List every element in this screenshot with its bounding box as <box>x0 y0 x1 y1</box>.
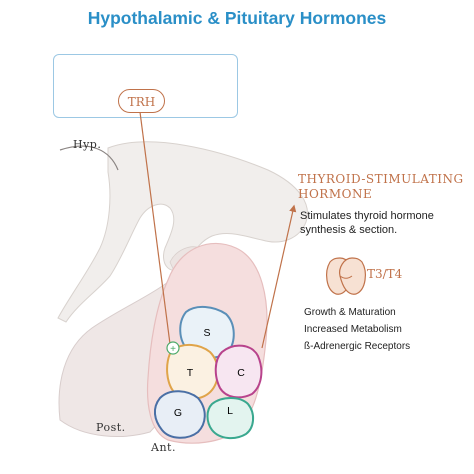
hyp-label: Hyp. <box>73 138 102 151</box>
trh-label: TRH <box>118 89 165 113</box>
brain-tissue-shape <box>57 141 308 323</box>
post-label: Post. <box>96 421 126 434</box>
corticotroph-cell <box>214 344 263 399</box>
tsh-title-line2: HORMONE <box>298 187 373 201</box>
tsh-arrow <box>261 204 297 349</box>
lactotroph-cell <box>206 397 254 440</box>
ant-label: Ant. <box>151 441 176 454</box>
tsh-title: THYROID-STIMULATING HORMONE <box>298 172 474 202</box>
cell-label-l: L <box>227 405 233 417</box>
hypothalamus-box <box>53 54 238 118</box>
t3-t4-label: T3/T4 <box>367 267 403 281</box>
tsh-description-line2: synthesis & section. <box>300 224 398 236</box>
tsh-description: Stimulates thyroid hormone synthesis & s… <box>300 209 472 237</box>
cell-label-c: C <box>237 367 245 379</box>
cell-label-g: G <box>174 407 182 419</box>
effect-adrenergic: ß-Adrenergic Receptors <box>304 341 411 352</box>
effect-metabolism: Increased Metabolism <box>304 324 402 335</box>
stimulation-circle <box>166 341 180 355</box>
trh-pathway-line <box>139 111 171 345</box>
tsh-title-line1: THYROID-STIMULATING <box>298 172 464 186</box>
thyroid-gland-icon <box>326 257 366 295</box>
gonadotroph-cell <box>154 390 206 439</box>
effect-growth: Growth & Maturation <box>304 307 396 318</box>
stimulation-plus-icon: + <box>170 344 176 355</box>
cell-label-t: T <box>187 367 194 379</box>
tsh-description-line1: Stimulates thyroid hormone <box>300 210 434 222</box>
hypothalamus-outline <box>59 145 119 171</box>
page-title: Hypothalamic & Pituitary Hormones <box>87 8 387 28</box>
thyrotroph-cell <box>166 344 219 400</box>
cell-label-s: S <box>203 327 210 339</box>
